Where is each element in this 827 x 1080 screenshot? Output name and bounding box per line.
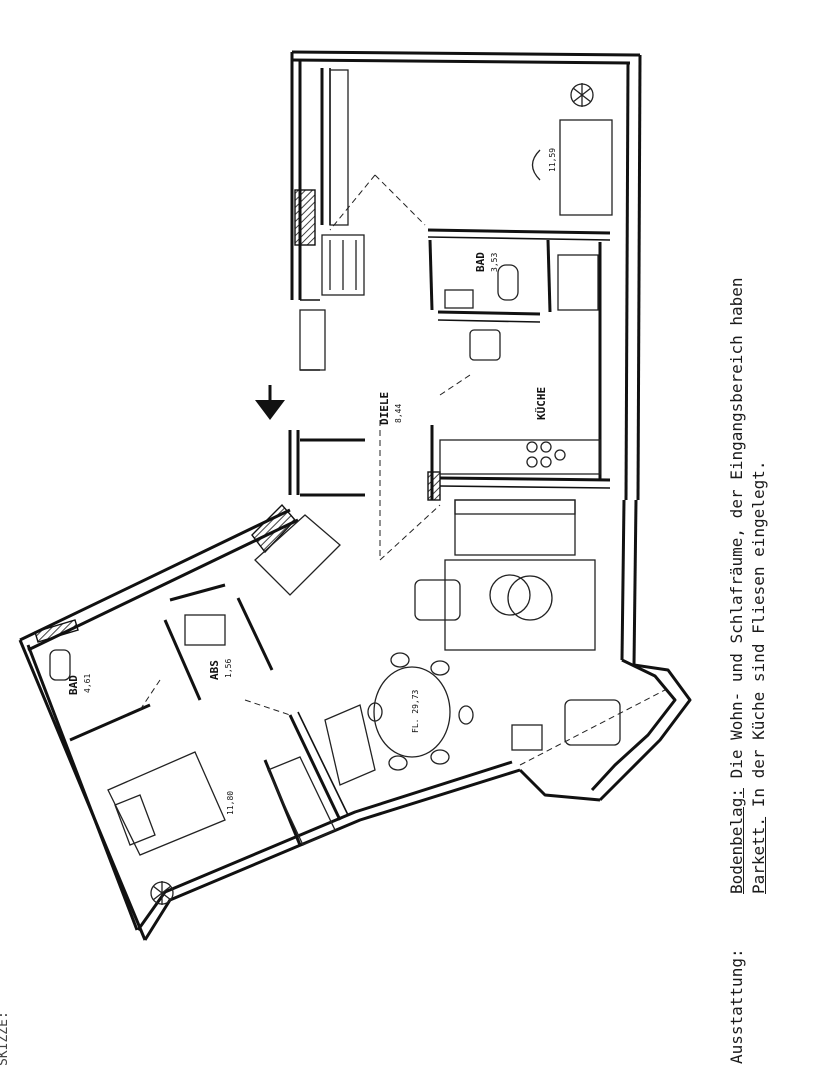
room-area-diele: 8,44: [394, 404, 403, 423]
interior-walls: [69, 68, 611, 846]
room-area-bad-top: 3,53: [490, 253, 499, 272]
room-area-bedroom-bottom: 11,80: [226, 791, 235, 815]
notes-line-1-text: Die Wohn- und Schlafräume, der Eingangsb…: [727, 277, 746, 789]
notes-line-1: Bodenbelag: Die Wohn- und Schlafräume, d…: [726, 277, 748, 894]
room-label-diele: DIELE: [378, 392, 391, 425]
hatched-columns: [34, 189, 441, 643]
room-label-bad-left: BAD: [67, 675, 80, 695]
equipment-notes: Ausstattung: Bodenbelag: Die Wohn- und S…: [726, 64, 826, 1064]
entrance-arrow-icon: [255, 385, 285, 420]
dashed-lines: [139, 174, 666, 766]
room-area-bedroom-top: 11,59: [548, 148, 557, 172]
furniture: [49, 69, 621, 905]
notes-line-2: Parkett. In der Küche sind Fliesen einge…: [748, 461, 770, 894]
room-area-bad-left: 4,61: [83, 674, 92, 693]
room-label-abs: ABS: [208, 660, 221, 680]
notes-line-1-prefix: Bodenbelag:: [727, 788, 746, 894]
room-area-living: FL. 29,73: [411, 689, 420, 733]
room-label-kueche: KÜCHE: [534, 387, 548, 420]
room-area-abs: 1,56: [224, 659, 233, 678]
corner-text: SKIZZE:: [0, 1011, 11, 1066]
notes-line-2-prefix: Parkett.: [749, 816, 768, 894]
room-label-bad-top: BAD: [474, 252, 487, 272]
room-labels: DIELE 8,44 KÜCHE BAD 3,53 11,59 FL. 29,7…: [67, 148, 557, 815]
notes-label: Ausstattung:: [727, 948, 746, 1064]
notes-line-2-text: In der Küche sind Fliesen eingelegt.: [749, 460, 768, 817]
